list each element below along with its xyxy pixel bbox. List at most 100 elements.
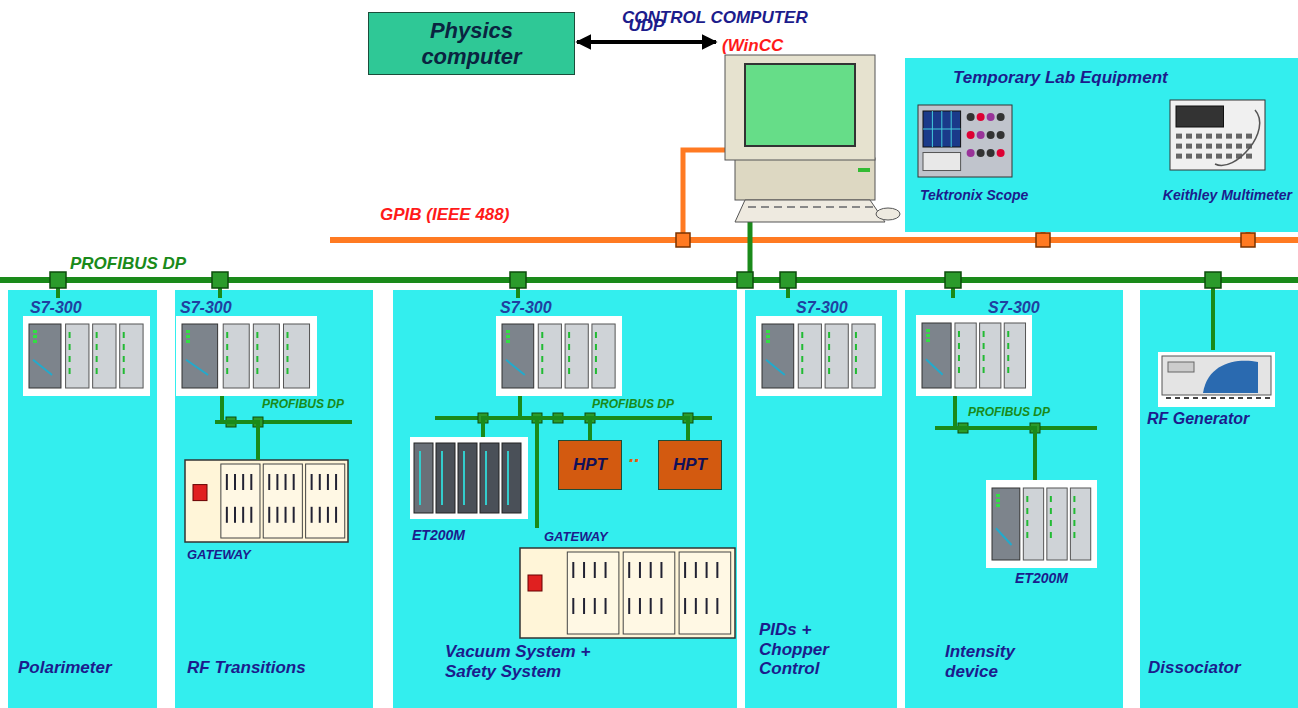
shape (1168, 362, 1194, 372)
wire (958, 355, 960, 361)
wire (1026, 532, 1028, 538)
wire (1211, 280, 1215, 350)
wire (983, 343, 985, 349)
shape (980, 323, 1001, 388)
shape (436, 443, 455, 513)
knob (987, 131, 995, 139)
plc-icon (986, 480, 1097, 568)
wire (801, 332, 803, 338)
wire (605, 598, 607, 614)
rf-generator: RF Generator (1145, 350, 1287, 432)
shape (1206, 134, 1212, 139)
knob (987, 113, 995, 121)
shape (528, 575, 542, 591)
shape (766, 340, 770, 343)
wire (1007, 331, 1009, 337)
knob (967, 149, 975, 157)
wire (1050, 508, 1052, 514)
wire (242, 507, 244, 523)
shape (8, 290, 157, 708)
shape (1206, 144, 1212, 149)
wire (828, 356, 830, 362)
shape (176, 316, 317, 396)
wire (268, 474, 270, 490)
shape (762, 324, 794, 388)
wire (226, 344, 228, 350)
wire (123, 344, 125, 350)
shape (496, 316, 622, 396)
wire (855, 368, 857, 374)
shape (926, 334, 930, 337)
shape (506, 340, 510, 343)
wire (441, 451, 443, 505)
shape (221, 464, 260, 538)
shape (1036, 233, 1050, 247)
wire (541, 344, 543, 350)
pressure-transducer: HPT (558, 440, 622, 490)
wire (234, 507, 236, 523)
knob (967, 113, 975, 121)
wire (226, 507, 228, 523)
wire (774, 206, 782, 208)
wire (507, 451, 509, 505)
shape (676, 233, 690, 247)
io-station: ET200M (988, 480, 1098, 590)
wire (1193, 397, 1198, 399)
wire (766, 360, 785, 375)
wire (716, 598, 718, 614)
shape (1226, 144, 1232, 149)
rf-generator-icon (1158, 352, 1275, 407)
wire (1050, 532, 1052, 538)
wire (286, 344, 288, 350)
plc: S7-300 (178, 298, 318, 396)
wire (33, 360, 52, 375)
wire (69, 356, 71, 362)
computer-icon (725, 55, 900, 222)
wire (541, 332, 543, 338)
wire (276, 507, 278, 523)
wire (958, 367, 960, 373)
shape (996, 504, 1000, 507)
wire (958, 331, 960, 337)
node-label: HPT (673, 455, 707, 475)
knob (997, 149, 1005, 157)
shape (1070, 488, 1090, 560)
bus-drop (520, 396, 537, 528)
wire (748, 206, 756, 208)
shape (766, 335, 770, 338)
subsystem-panel: RF TransitionsS7-300GATEWAY (175, 290, 373, 708)
wire (226, 474, 228, 490)
wire (293, 474, 295, 490)
wire (1238, 397, 1243, 399)
wire (628, 598, 630, 614)
wire (1026, 508, 1028, 514)
wire (1073, 532, 1075, 538)
wire (123, 356, 125, 362)
wire (226, 368, 228, 374)
wire (69, 344, 71, 350)
wire (311, 507, 313, 523)
wire (639, 598, 641, 614)
shape (506, 335, 510, 338)
wire (828, 368, 830, 374)
wire (628, 562, 630, 578)
wire (1050, 520, 1052, 526)
shape (918, 105, 1012, 177)
shape (480, 443, 499, 513)
wire (286, 368, 288, 374)
wire (0, 277, 1298, 283)
wire (311, 474, 313, 490)
shape (725, 55, 875, 160)
subsystem-panel: PIDs + Chopper ControlS7-300 (745, 290, 897, 708)
node-label: HPT (573, 455, 607, 475)
wire (96, 344, 98, 350)
wire (660, 598, 662, 614)
shape (1158, 352, 1275, 407)
shape (458, 443, 477, 513)
wire (813, 206, 821, 208)
wire (285, 474, 287, 490)
shape (212, 272, 228, 288)
wire (1073, 496, 1075, 502)
wire (594, 562, 596, 578)
